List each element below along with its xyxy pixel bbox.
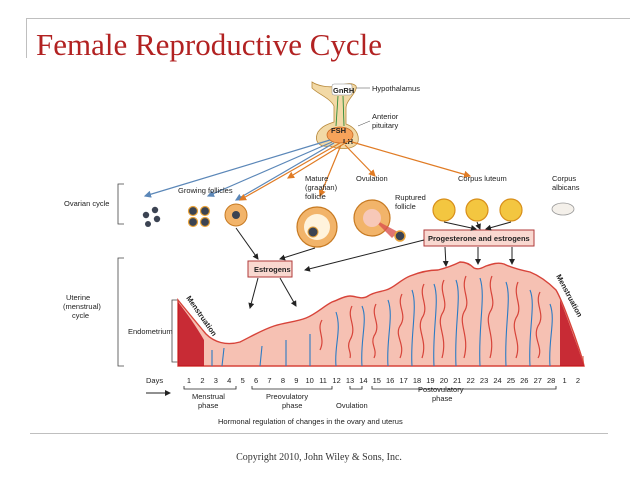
phase-brackets: [183, 386, 557, 390]
fsh-arrows: [143, 139, 335, 201]
day-tick-label: 17: [399, 376, 407, 385]
day-tick-label: 27: [534, 376, 542, 385]
day-tick-label: 3: [214, 376, 218, 385]
ovarian-cycle-label: Ovarian cycle: [64, 199, 109, 208]
ovarian-bracket: [117, 183, 124, 225]
postovulatory-phase-label-2: phase: [432, 394, 452, 403]
day-tick-label: 6: [254, 376, 258, 385]
day-tick-label: 26: [520, 376, 528, 385]
slide-frame-left: [26, 18, 27, 58]
hypothalamus-label: Hypothalamus: [372, 84, 420, 93]
corpus-albicans-label-1: Corpus: [552, 174, 576, 183]
gnrh-label: GnRH: [333, 86, 354, 95]
box-arrows: [235, 221, 515, 309]
day-tick-label: 2: [200, 376, 204, 385]
anterior-label: Anterior: [372, 112, 399, 121]
day-tick-label: 28: [547, 376, 555, 385]
postovulatory-phase-label-1: Postovulatory: [418, 385, 464, 394]
mature-follicle-label-1: Mature: [305, 174, 328, 183]
day-tick-label: 25: [507, 376, 515, 385]
day-tick-label: 5: [241, 376, 245, 385]
day-tick-label: 20: [440, 376, 448, 385]
pituitary-label: pituitary: [372, 121, 399, 130]
copyright-notice: Copyright 2010, John Wiley & Sons, Inc.: [236, 452, 402, 463]
mature-follicle: [296, 206, 338, 248]
fsh-label: FSH: [331, 126, 346, 135]
ruptured-follicle-label-1: Ruptured: [395, 193, 426, 202]
progesterone-estrogens-label: Progesterone and estrogens: [428, 234, 530, 243]
corpus-luteum-label: Corpus luteum: [458, 174, 507, 183]
progesterone-estrogens-box: [423, 229, 535, 247]
ovulation-label: Ovulation: [356, 174, 388, 183]
day-tick-label: 24: [493, 376, 501, 385]
ovulation-phase-label: Ovulation: [336, 401, 368, 410]
day-tick-label: 23: [480, 376, 488, 385]
day-tick-label: 4: [227, 376, 231, 385]
ruptured-follicle-label-2: follicle: [395, 202, 416, 211]
endometrium-strip: [177, 261, 585, 367]
day-tick-label: 1: [563, 376, 567, 385]
preovulatory-phase-label-1: Preovulatory: [266, 392, 308, 401]
uterine-label-3: cycle: [72, 311, 89, 320]
growing-follicles: [187, 203, 248, 228]
uterine-bracket: [117, 257, 124, 367]
slide-frame-top: [26, 18, 630, 19]
day-tick-label: 16: [386, 376, 394, 385]
uterine-label-2: (menstrual): [63, 302, 101, 311]
day-tick-label: 8: [281, 376, 285, 385]
preovulatory-phase-label-2: phase: [282, 401, 302, 410]
day-tick-label: 10: [306, 376, 314, 385]
day-tick-label: 18: [413, 376, 421, 385]
day-tick-label: 21: [453, 376, 461, 385]
ruptured-follicle: [353, 199, 406, 242]
day-tick-label: 19: [426, 376, 434, 385]
corpus-albicans-label-2: albicans: [552, 183, 580, 192]
menstrual-phase-label-2: phase: [198, 401, 218, 410]
day-tick-label: 9: [294, 376, 298, 385]
day-tick-label: 1: [187, 376, 191, 385]
day-tick-label: 12: [332, 376, 340, 385]
endometrium-bracket: [171, 299, 178, 363]
menstrual-phase-label-1: Menstrual: [192, 392, 225, 401]
slide-frame-bottom: [30, 433, 608, 434]
day-tick-label: 2: [576, 376, 580, 385]
day-tick-label: 14: [359, 376, 367, 385]
diagram-caption: Hormonal regulation of changes in the ov…: [218, 417, 403, 426]
corpus-albicans: [551, 202, 575, 216]
day-tick-label: 13: [346, 376, 354, 385]
corpus-luteum: [432, 198, 523, 222]
day-tick-label: 11: [319, 376, 327, 385]
lh-arrows: [238, 139, 472, 201]
uterine-label-1: Uterine: [66, 293, 90, 302]
estrogens-box: [247, 260, 293, 278]
day-tick-label: 7: [267, 376, 271, 385]
endometrium-label: Endometrium: [128, 327, 173, 336]
estrogens-label: Estrogens: [254, 265, 291, 274]
mature-follicle-label-2: (graafian): [305, 183, 338, 192]
mature-follicle-label-3: follicle: [305, 192, 326, 201]
growing-follicles-label: Growing follicles: [178, 186, 233, 195]
day-tick-label: 22: [467, 376, 475, 385]
slide-title: Female Reproductive Cycle: [36, 27, 383, 62]
day-tick-label: 15: [373, 376, 381, 385]
days-label: Days: [146, 376, 163, 385]
primordial-follicles: [142, 206, 161, 227]
